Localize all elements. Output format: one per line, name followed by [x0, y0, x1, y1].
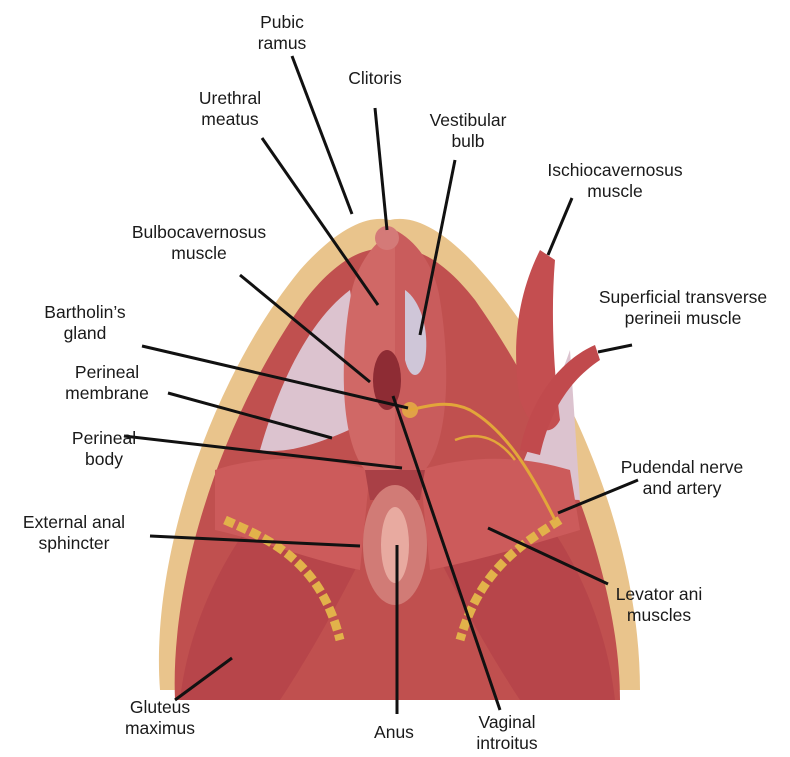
label-line: Pubic [250, 12, 314, 33]
label-line: External anal [4, 512, 144, 533]
label-pudendal: Pudendal nerve and artery [612, 457, 752, 499]
label-ischiocavernosus: Ischiocavernosus muscle [530, 160, 700, 202]
label-line: Perineal [52, 428, 156, 449]
label-line: ramus [250, 33, 314, 54]
superficial-transverse-leader [598, 345, 632, 352]
label-line: and artery [612, 478, 752, 499]
label-bartholins-gland: Bartholin’s gland [30, 302, 140, 344]
label-line: sphincter [4, 533, 144, 554]
label-anus: Anus [364, 722, 424, 743]
label-line: Clitoris [335, 68, 415, 89]
label-levator-ani: Levator ani muscles [604, 584, 714, 626]
anus-shape [381, 507, 409, 583]
label-line: muscle [530, 181, 700, 202]
label-line: Perineal [52, 362, 162, 383]
label-line: maximus [115, 718, 205, 739]
label-line: Superficial transverse [583, 287, 783, 308]
label-line: introitus [462, 733, 552, 754]
label-line: meatus [188, 109, 272, 130]
label-clitoris: Clitoris [335, 68, 415, 89]
label-line: Anus [364, 722, 424, 743]
label-perineal-body: Perineal body [52, 428, 156, 470]
label-line: gland [30, 323, 140, 344]
label-superficial-transverse: Superficial transverse perineii muscle [583, 287, 783, 329]
label-line: body [52, 449, 156, 470]
label-vaginal-introitus: Vaginal introitus [462, 712, 552, 754]
label-line: Bulbocavernosus [124, 222, 274, 243]
label-line: Levator ani [604, 584, 714, 605]
label-line: Vaginal [462, 712, 552, 733]
label-line: membrane [52, 383, 162, 404]
label-line: Bartholin’s [30, 302, 140, 323]
label-vestibular-bulb: Vestibular bulb [418, 110, 518, 152]
label-external-anal-sphincter: External anal sphincter [4, 512, 144, 554]
label-pubic-ramus: Pubic ramus [250, 12, 314, 54]
label-bulbocavernosus: Bulbocavernosus muscle [124, 222, 274, 264]
label-line: Pudendal nerve [612, 457, 752, 478]
label-line: muscles [604, 605, 714, 626]
label-line: Gluteus [115, 697, 205, 718]
label-line: Vestibular [418, 110, 518, 131]
label-line: perineii muscle [583, 308, 783, 329]
label-line: Ischiocavernosus [530, 160, 700, 181]
label-urethral-meatus: Urethral meatus [188, 88, 272, 130]
label-line: bulb [418, 131, 518, 152]
ischiocavernosus-leader [548, 198, 572, 255]
label-line: Urethral [188, 88, 272, 109]
label-line: muscle [124, 243, 274, 264]
label-perineal-membrane: Perineal membrane [52, 362, 162, 404]
clitoris-leader [375, 108, 387, 230]
label-gluteus-maximus: Gluteus maximus [115, 697, 205, 739]
